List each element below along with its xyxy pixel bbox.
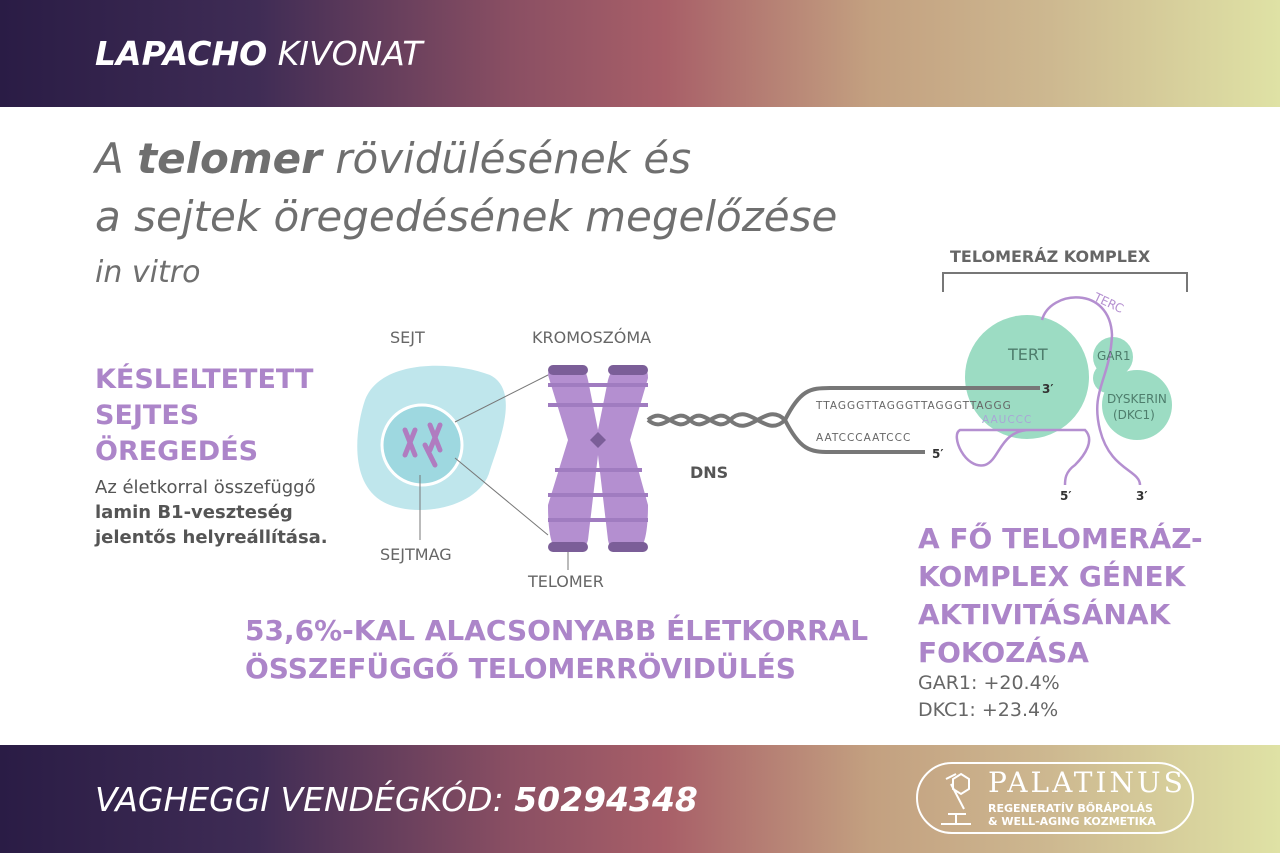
right-heading-line: KOMPLEX GÉNEK	[918, 560, 1186, 593]
brand-bold: LAPACHO	[95, 34, 268, 73]
rna-end-3-prime: 3′	[1136, 489, 1148, 503]
right-heading: A FŐ TELOMERÁZ- KOMPLEX GÉNEK AKTIVITÁSÁ…	[918, 520, 1203, 672]
terc-rna	[1040, 296, 1142, 486]
nucleus	[380, 403, 464, 487]
end-5-prime: 5′	[932, 447, 944, 461]
guest-code-value: 50294348	[514, 780, 698, 819]
guest-code-label: VAGHEGGI VENDÉGKÓD:	[95, 780, 515, 819]
logo-sub-line: & WELL-AGING KOZMETIKA	[988, 815, 1156, 828]
middle-heading-line: 53,6%-KAL ALACSONYABB ÉLETKORRAL	[245, 614, 869, 647]
guest-code: VAGHEGGI VENDÉGKÓD: 50294348	[95, 780, 698, 819]
right-heading-line: AKTIVITÁSÁNAK	[918, 598, 1171, 631]
palatinus-logo: PALATINUS REGENERATÍV BŐRÁPOLÁS & WELL-A…	[916, 762, 1194, 834]
label-chromosome: KROMOSZÓMA	[532, 328, 651, 347]
complex-bracket	[942, 272, 1188, 292]
title-bold: telomer	[137, 134, 322, 183]
label-tert: TERT	[1007, 345, 1048, 364]
subtitle: in vitro	[95, 255, 201, 290]
header-band: LAPACHO KIVONAT	[0, 0, 1280, 107]
footer-band: VAGHEGGI VENDÉGKÓD: 50294348	[0, 745, 1280, 853]
label-telomerase-complex: TELOMERÁZ KOMPLEX	[950, 247, 1151, 266]
logo-name: PALATINUS	[988, 766, 1186, 799]
microscope-icon	[941, 772, 971, 825]
middle-heading: 53,6%-KAL ALACSONYABB ÉLETKORRAL ÖSSZEFÜ…	[245, 612, 868, 688]
end-3-prime: 3′	[1042, 382, 1054, 396]
logo-subtitle: REGENERATÍV BŐRÁPOLÁS & WELL-AGING KOZME…	[988, 802, 1156, 828]
left-heading-line: ÖREGEDÉS	[95, 436, 259, 467]
page-title: A telomer rövidülésének és a sejtek öreg…	[95, 130, 837, 246]
logo-sub-line: REGENERATÍV BŐRÁPOLÁS	[988, 802, 1153, 815]
right-heading-line: FOKOZÁSA	[918, 636, 1089, 669]
title-prefix: A	[95, 134, 138, 183]
label-gar1: GAR1	[1097, 349, 1130, 363]
right-stats: GAR1: +20.4% DKC1: +23.4%	[918, 670, 1060, 724]
brand-title: LAPACHO KIVONAT	[95, 34, 423, 73]
title-line2: a sejtek öregedésének megelőzése	[95, 192, 838, 241]
left-text-line: Az életkorral összefüggő	[95, 477, 316, 498]
label-telomer: TELOMER	[527, 572, 604, 591]
label-dkc1: (DKC1)	[1113, 408, 1155, 422]
sequence-bottom: AATCCCAATCCC	[816, 432, 911, 444]
chromosome	[548, 365, 648, 552]
middle-heading-line: ÖSSZEFÜGGŐ TELOMERRÖVIDÜLÉS	[245, 652, 796, 685]
stat-gar1: GAR1: +20.4%	[918, 672, 1060, 694]
left-text: Az életkorral összefüggő lamin B1-veszte…	[95, 475, 328, 550]
left-heading-line: SEJTES	[95, 400, 200, 431]
zoom-line	[454, 457, 549, 536]
left-heading: KÉSLELTETETT SEJTES ÖREGEDÉS	[95, 362, 313, 470]
tert-protein	[965, 315, 1089, 439]
rna-end-5-prime: 5′	[1060, 489, 1072, 503]
left-text-bold: jelentős helyreállítása.	[95, 527, 328, 548]
dna-helix	[646, 386, 1040, 454]
right-heading-line: A FŐ TELOMERÁZ-	[918, 522, 1203, 555]
left-text-bold: lamin B1-veszteség	[95, 502, 293, 523]
label-dna: DNS	[690, 463, 728, 482]
label-terc: TERC	[1091, 290, 1126, 316]
brand-rest: KIVONAT	[267, 34, 423, 73]
title-line1: rövidülésének és	[321, 134, 692, 183]
mini-chromosomes-icon	[402, 422, 443, 468]
stat-dkc1: DKC1: +23.4%	[918, 699, 1059, 721]
sequence-rna: AAUCCC	[982, 414, 1032, 426]
left-heading-line: KÉSLELTETETT	[95, 364, 314, 395]
sequence-top: TTAGGGTTAGGGTTAGGGTTAGGG	[815, 400, 1012, 412]
label-nucleus: SEJTMAG	[380, 545, 452, 564]
label-dyskerin: DYSKERIN	[1107, 392, 1167, 406]
label-cell: SEJT	[390, 328, 425, 347]
zoom-line	[454, 374, 549, 423]
